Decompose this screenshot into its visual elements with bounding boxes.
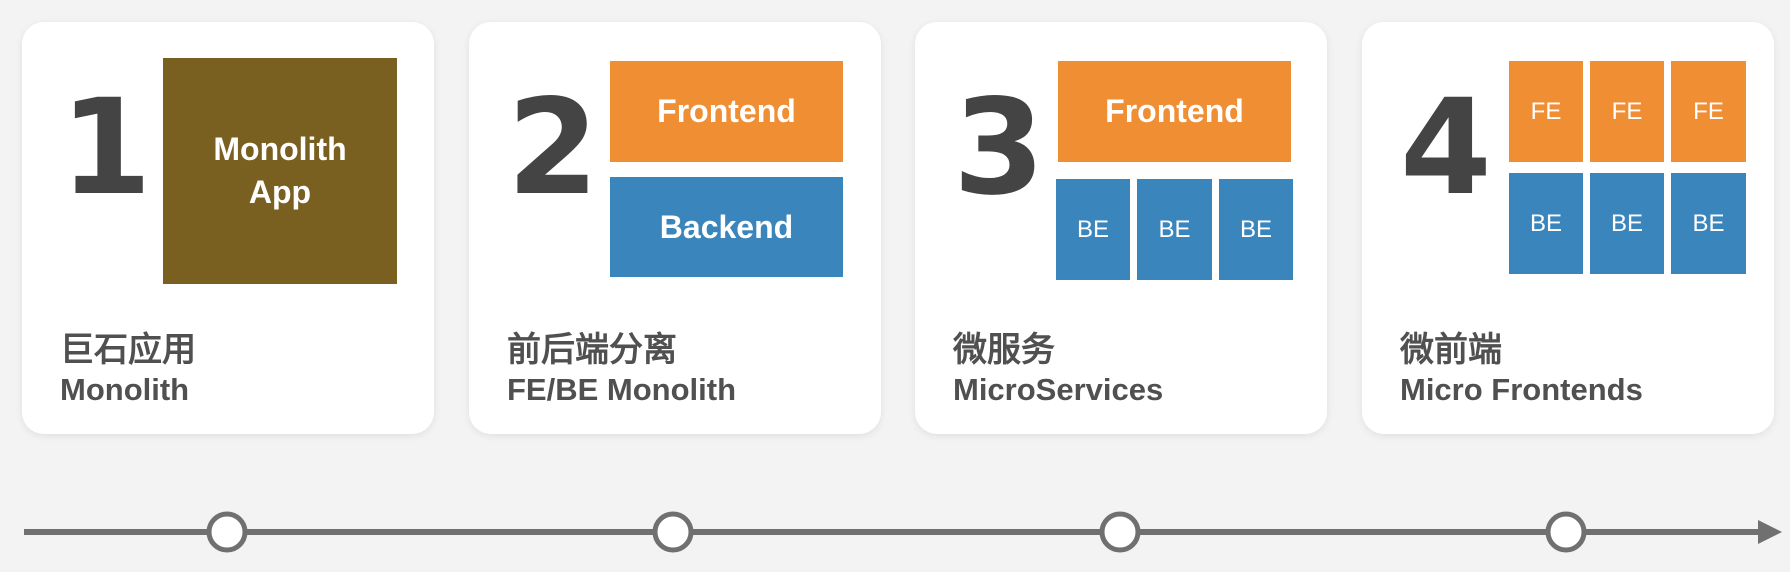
stage-number: 4 <box>1400 71 1492 225</box>
stage-card-fe-be-monolith: 2 Frontend Backend 前后端分离 FE/BE Monolith <box>469 22 881 434</box>
stage-card-microservices: 3 Frontend BE BE BE 微服务 MicroServices <box>915 22 1327 434</box>
fe-block: FE <box>1671 61 1746 162</box>
timeline-node-2 <box>652 511 694 553</box>
stage-card-micro-frontends: 4 FE FE FE BE BE BE 微前端 Micro Frontends <box>1362 22 1774 434</box>
stage-title-en: FE/BE Monolith <box>507 372 737 407</box>
fe-block: FE <box>1590 61 1664 162</box>
stage-number: 3 <box>953 71 1045 225</box>
stage-title-en: Monolith <box>60 372 190 407</box>
timeline-node-3 <box>1099 511 1141 553</box>
stage-number: 2 <box>507 71 599 225</box>
backend-block: Backend <box>610 177 843 277</box>
stage-title-cn: 前后端分离 <box>507 330 677 370</box>
stage-number: 1 <box>60 71 152 225</box>
stage-title-cn: 微前端 <box>1400 330 1502 370</box>
fe-block: FE <box>1509 61 1583 162</box>
timeline-node-1 <box>206 511 248 553</box>
stage-title-en: Micro Frontends <box>1400 372 1643 407</box>
be-block: BE <box>1590 173 1664 274</box>
stage-title-en: MicroServices <box>953 372 1164 407</box>
be-block: BE <box>1509 173 1583 274</box>
be-block: BE <box>1056 179 1130 280</box>
be-block: BE <box>1219 179 1293 280</box>
timeline-node-4 <box>1545 511 1587 553</box>
timeline-arrow-icon <box>1758 520 1782 544</box>
stage-title-cn: 微服务 <box>953 330 1055 370</box>
stage-title-cn: 巨石应用 <box>60 330 196 370</box>
be-block: BE <box>1671 173 1746 274</box>
frontend-block: Frontend <box>610 61 843 162</box>
frontend-block: Frontend <box>1058 61 1291 162</box>
be-block: BE <box>1137 179 1212 280</box>
monolith-app-block: Monolith App <box>163 58 397 284</box>
stage-card-monolith: 1 Monolith App 巨石应用 Monolith <box>22 22 434 434</box>
